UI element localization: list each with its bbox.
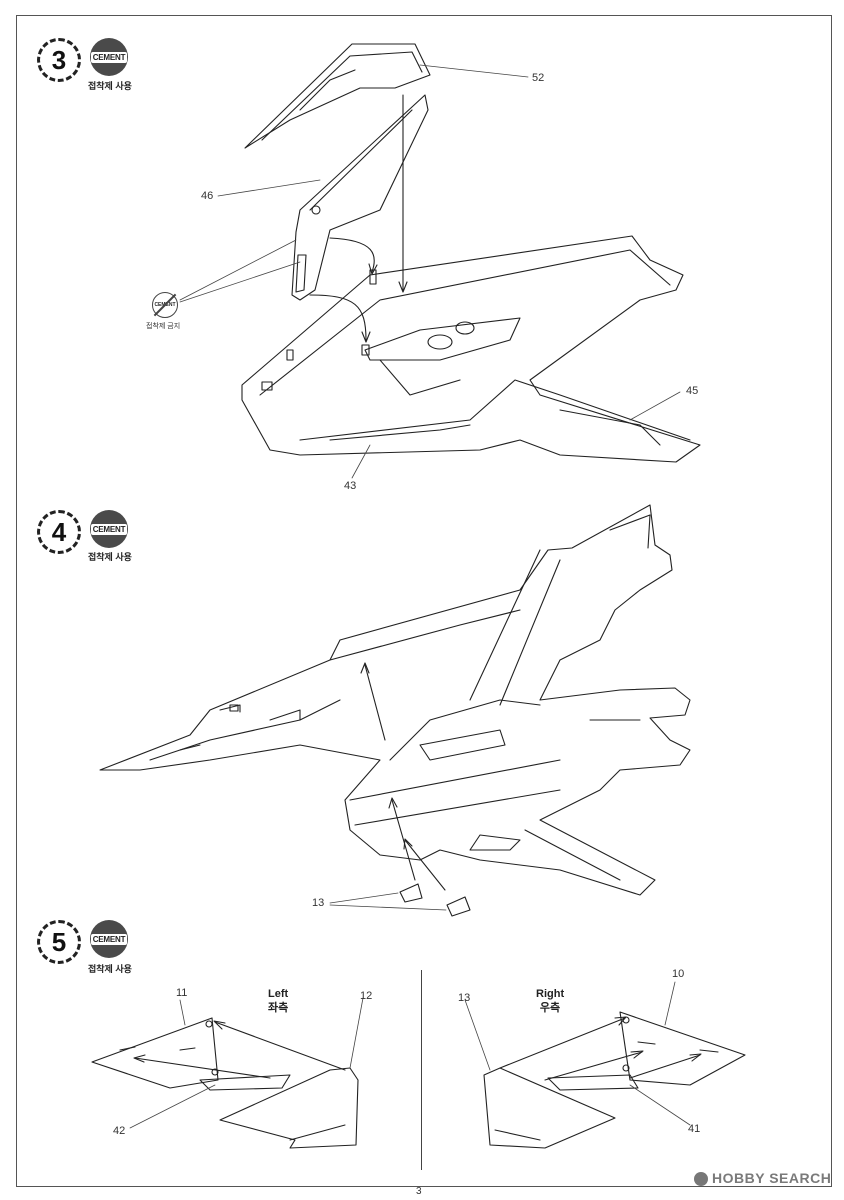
cement-note: 접착제 사용 (88, 552, 132, 562)
cement-icon: CEMENT (90, 510, 128, 548)
step-4-arrows (360, 662, 446, 891)
tail-fin-part-52 (244, 43, 431, 149)
left-side-label: Left 좌측 (268, 987, 288, 1015)
part-callout-42: 42 (113, 1125, 126, 1137)
left-leaders (129, 997, 364, 1129)
small-parts-13 (399, 883, 471, 917)
no-cement-note: 접착제 금지 (146, 323, 181, 330)
step-3-leaders (179, 64, 681, 479)
airframe-step-4 (99, 504, 691, 896)
cement-icon: CEMENT (90, 38, 128, 76)
cement-label: CEMENT (90, 523, 128, 535)
step-5-divider (421, 970, 422, 1170)
right-leaders (464, 981, 691, 1126)
cement-icon: CEMENT (90, 920, 128, 958)
part-callout-10: 10 (672, 968, 685, 980)
step-3-arrows (309, 94, 408, 343)
part-callout-45: 45 (686, 385, 699, 397)
watermark-logo-icon (694, 1172, 708, 1187)
left-wing-assembly (91, 1017, 359, 1149)
step-5-number: 5 (37, 920, 81, 964)
watermark-text: HOBBY SEARCH (712, 1170, 832, 1186)
part-callout-13: 13 (312, 897, 325, 909)
part-callout-52: 52 (532, 72, 545, 84)
part-callout-11: 11 (176, 987, 188, 999)
part-callout-46: 46 (201, 190, 214, 202)
right-arrows (499, 1016, 702, 1081)
step-4-leaders (329, 892, 447, 911)
part-callout-41: 41 (688, 1123, 701, 1135)
left-title: Left (268, 988, 289, 1000)
step-4-number: 4 (37, 510, 81, 554)
cement-note: 접착제 사용 (88, 964, 132, 974)
no-cement-icon: CEMENT (152, 292, 178, 318)
right-subtitle: 우측 (539, 1002, 561, 1014)
page-number: 3 (416, 1186, 422, 1197)
fuselage-part-45 (241, 235, 701, 463)
right-title: Right (536, 988, 565, 1000)
part-callout-43: 43 (344, 480, 357, 492)
left-subtitle: 좌측 (268, 1002, 289, 1014)
right-wing-assembly (483, 1011, 746, 1149)
part-callout-13-right: 13 (458, 992, 471, 1004)
page-frame (16, 15, 832, 1187)
watermark: HOBBY SEARCH (694, 1170, 832, 1187)
left-arrows (133, 1020, 346, 1079)
cement-note: 접착제 사용 (88, 81, 132, 91)
step-3-number: 3 (37, 38, 81, 82)
right-side-label: Right 우측 (536, 987, 564, 1015)
part-callout-12: 12 (360, 990, 373, 1002)
fin-base-part-46 (291, 94, 429, 301)
cement-label: CEMENT (90, 933, 128, 945)
cement-label: CEMENT (90, 51, 128, 63)
